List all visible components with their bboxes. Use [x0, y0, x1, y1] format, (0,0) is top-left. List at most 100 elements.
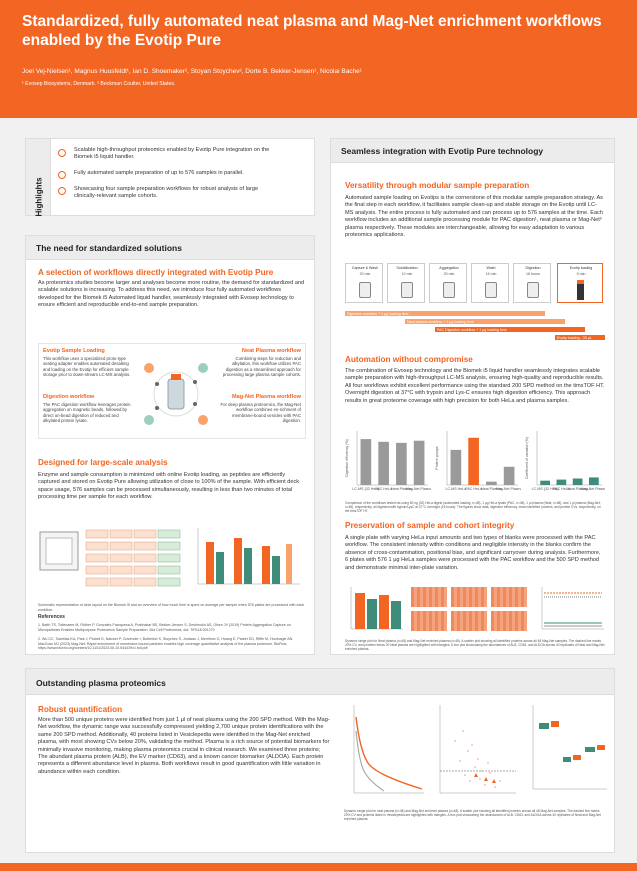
dynamic-range-chart — [353, 705, 424, 794]
module-time: 15 min — [485, 272, 497, 276]
seamless-s2-text: The combination of Evosep technology and… — [345, 368, 605, 404]
module-card-evotip: Evotip loading 5 min — [557, 263, 603, 303]
seamless-header-text: Seamless integration with Evotip Pure te… — [341, 146, 544, 156]
outstanding-panel: Outstanding plasma proteomics Robust qua… — [25, 668, 615, 853]
seamless-s2-title: Automation without compromise — [345, 355, 473, 364]
interplate-chart — [541, 587, 604, 630]
wf-text: Combining steps for reduction and alkyla… — [222, 356, 301, 378]
chart-bar — [540, 480, 550, 485]
module-icon — [443, 282, 455, 298]
need-s2-text: Enzyme and sample consumption is minimiz… — [38, 472, 300, 501]
need-s2-caption: Schematic representation of deck layout … — [38, 603, 305, 612]
ref-item: 1. Batth TS, Tollenaere M, Rüther P, Gon… — [38, 623, 291, 632]
need-s2-title: Designed for large-scale analysis — [38, 458, 168, 467]
plate-heatmaps — [411, 585, 531, 635]
module-name: Solubilization — [396, 266, 418, 270]
plate-heatmap — [491, 587, 527, 607]
timeline-bar-label: PAC Digestion workflow + 1 μg loading ti… — [437, 327, 507, 332]
timeline-bar: Evotip loading - 35 μL — [555, 335, 605, 340]
module-card: Wash 15 min — [471, 263, 509, 303]
workflow-figure: Evotip Sample Loading This workflow uses… — [38, 343, 306, 439]
outstanding-caption: Dynamic range plot for neat plasma (n=48… — [344, 809, 601, 821]
timeline-bar: Digestion workflow + 1 μg loading time — [345, 311, 545, 316]
timeline-bar: Neat plasma workflow + 1 μg loading time — [405, 319, 565, 324]
module-card: Solubilization 10 min — [387, 263, 425, 303]
timeline-bar-label: Evotip loading - 35 μL — [557, 335, 592, 340]
chart-ylabel: Coefficient of variation (%) — [525, 437, 529, 479]
module-icon — [527, 282, 539, 298]
highlights-panel: Highlights Scalable high-throughput prot… — [25, 138, 315, 217]
chart-bar — [396, 442, 407, 485]
seamless-s3-text: A single plate with varying HeLa input a… — [345, 535, 601, 571]
plate-heatmap — [451, 611, 487, 631]
chart-tick-label: Neat Plasma — [567, 487, 588, 491]
highlight-item: Showcasing four sample preparation workf… — [74, 186, 259, 200]
plate-heatmap — [491, 611, 527, 631]
chart-bar — [589, 477, 599, 485]
highlights-label: Highlights — [34, 177, 44, 217]
poster-title: Standardized, fully automated neat plasm… — [22, 13, 602, 49]
chart-tick-label: Neat Plasma — [391, 487, 412, 491]
module-name: Aggregation — [439, 266, 459, 270]
outstanding-s1-title: Robust quantification — [38, 705, 123, 714]
module-time: 5 min — [576, 272, 586, 276]
timeline-bar-label: Neat plasma workflow + 1 μg loading time — [407, 319, 474, 324]
highlight-item: Fully automated sample preparation of up… — [74, 170, 244, 176]
chart-bar — [360, 439, 372, 485]
chart-tick-label: Mag-Net Plasma — [496, 487, 521, 491]
need-s1-title: A selection of workflows directly integr… — [38, 268, 274, 277]
module-time: 20 min — [443, 272, 455, 276]
need-header: The need for standardized solutions — [26, 236, 314, 260]
chart-tick-label: PAC HeLa — [465, 487, 482, 491]
chart-bar — [413, 440, 425, 485]
plate-heatmap — [411, 611, 447, 631]
seamless-s2-caption: Comparison of the workflows tested via u… — [345, 501, 601, 513]
module-name: Capture & Wash — [351, 266, 379, 270]
affiliations: ¹ Evosep Biosystems, Denmark. ² Beckman … — [22, 81, 176, 87]
module-icon — [359, 282, 371, 298]
chart-ylabel: Protein groups — [435, 446, 439, 470]
chart-tick-label: LC-MS (32 Hela) — [532, 487, 559, 491]
wf-title: Evotip Sample Loading — [43, 348, 105, 354]
seamless-s1-title: Versatility through modular sample prepa… — [345, 181, 530, 190]
chart-tick-label: PAC HeLa — [375, 487, 392, 491]
module-name: Digestion — [525, 266, 541, 270]
chart-ylabel: Digestion efficiency (%) — [345, 439, 349, 476]
workflow-illustration — [144, 363, 208, 425]
module-time: 20 min — [359, 272, 371, 276]
seamless-s3-caption: Dynamic range plot for Neat plasma (n=48… — [345, 639, 605, 651]
timeline-bar-label: Digestion workflow + 1 μg loading time — [347, 311, 409, 316]
seamless-s3-title: Preservation of sample and cohort integr… — [345, 521, 515, 530]
deck-layout-figure — [39, 528, 300, 587]
chart-bar — [450, 449, 462, 485]
module-strip: Capture & Wash 20 min Solubilization 10 … — [345, 263, 605, 305]
authors: Joel Vej-Nielsen¹, Magnus Huusfeldt¹, Ia… — [22, 68, 362, 75]
seamless-s1-text: Automated sample loading on Evotips is t… — [345, 195, 603, 239]
need-header-text: The need for standardized solutions — [36, 243, 182, 253]
module-time: 10 min — [401, 272, 413, 276]
outstanding-s1-text: More than 500 unique proteins were ident… — [38, 717, 330, 775]
wf-title: Mag-Net Plasma workflow — [231, 394, 301, 400]
outstanding-header-text: Outstanding plasma proteomics — [36, 678, 166, 688]
abundance-boxplot — [532, 705, 607, 790]
module-icon — [401, 282, 413, 298]
module-time: 16 hours — [526, 272, 540, 276]
bullet-icon — [58, 149, 66, 157]
seamless-panel: Seamless integration with Evotip Pure te… — [330, 138, 615, 655]
wf-text: The PAC digestion workflow leverages pro… — [43, 402, 131, 424]
chart-axis — [536, 431, 602, 486]
chart-tick-label: Mag-Net Plasma — [406, 487, 431, 491]
seamless-header: Seamless integration with Evotip Pure te… — [331, 139, 614, 163]
timeline-bar: PAC Digestion workflow + 1 μg loading ti… — [435, 327, 585, 332]
refs-title: References — [38, 614, 65, 620]
chart-bar — [556, 479, 567, 485]
module-card: Digestion 16 hours — [513, 263, 551, 303]
poster-header: Standardized, fully automated neat plasm… — [0, 0, 637, 118]
module-icon — [485, 282, 497, 298]
module-name: Evotip loading — [569, 266, 593, 270]
chart-bar — [378, 441, 389, 485]
module-card: Aggregation 20 min — [429, 263, 467, 303]
cv-scatter-chart — [439, 705, 516, 794]
